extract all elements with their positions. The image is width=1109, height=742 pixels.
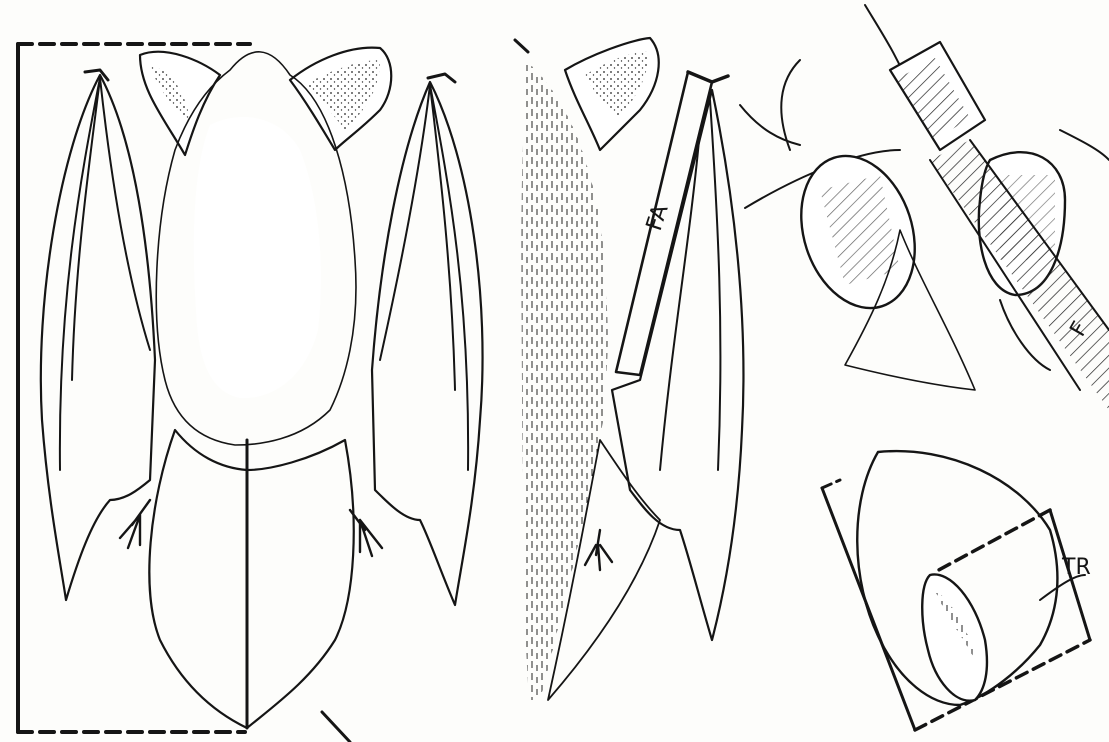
side-body-fur (522, 60, 608, 700)
side-wing (612, 90, 743, 640)
tragus-label: TR (1061, 555, 1091, 580)
ear-closeup: F (740, 5, 1109, 410)
back-patch (194, 117, 321, 398)
bat-side-view: FA (515, 38, 743, 700)
tragus (922, 574, 987, 700)
left-foot (120, 500, 150, 548)
tragus-closeup: TR (822, 451, 1091, 730)
bat-dorsal-view (18, 44, 483, 742)
forearm-label: FA (642, 202, 674, 234)
tail-membrane (149, 430, 353, 728)
side-foot (585, 530, 612, 570)
